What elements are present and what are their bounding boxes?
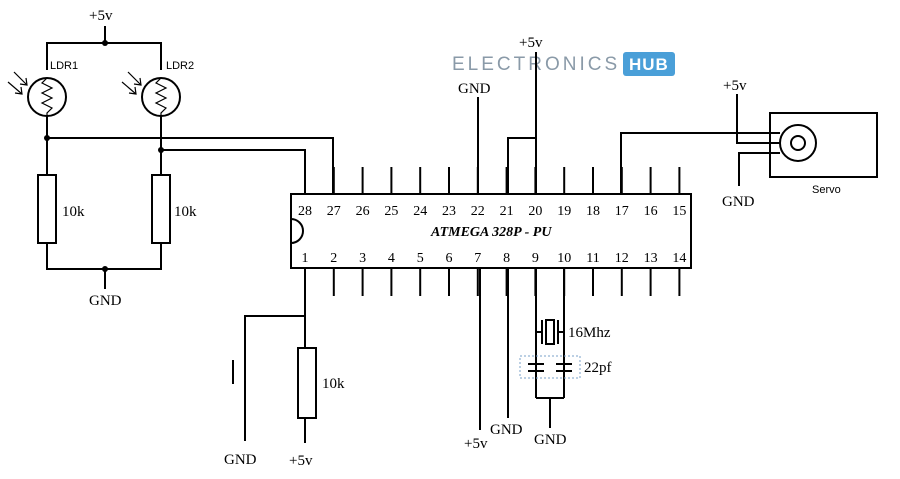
chip-pin-18-label: 18 [586,204,600,219]
reset-supply-label: +5v [289,453,313,469]
servo-label: Servo [812,184,841,196]
chip-name: ATMEGA 328P - PU [430,225,552,240]
ldr-ground-label: GND [89,293,122,309]
ldr-supply-label: +5v [89,8,113,24]
reset-resistor-label: 10k [322,376,345,392]
chip-pin-26-label: 26 [356,204,370,219]
ldr1-light-arrow [13,71,28,86]
ldr1-resistor [37,174,57,244]
reset-ground-label: GND [224,452,257,468]
ldr-ground-bus [46,243,162,270]
ldr2-body [141,77,181,117]
chip-pin-28-label: 28 [298,204,312,219]
logo-text: ELECTRONICS [452,54,620,75]
capacitor-selection-box [519,355,581,379]
chip-ground-label: GND [458,81,491,97]
ldr1-to-pin27-wire [47,137,334,194]
ldr2-element [154,77,168,116]
chip-body [290,193,692,269]
ldr2: LDR2 [121,60,194,117]
ldr1-light-arrow [7,81,23,95]
chip-pin-16-label: 16 [644,204,658,219]
load-capacitors [519,355,581,379]
chip-pin-21-label: 21 [500,204,514,219]
chip-pin-10-label: 10 [557,251,571,266]
chip-pin-9-label: 9 [532,251,539,266]
servo-supply-wire [736,94,780,144]
chip-pin-7-label: 7 [474,251,481,266]
chip-supply-label: +5v [519,35,543,51]
electronics-hub-logo: ELECTRONICS HUB [452,52,675,76]
servo-signal-wire [620,132,780,194]
chip-pin-1-label: 1 [302,251,309,266]
pin8-ground-label: GND [490,422,523,438]
reset-pullup-resistor [297,347,317,419]
ldr2-resistor-label: 10k [174,204,197,220]
ldr2-arrowhead [128,86,137,95]
chip-pin-27-label: 27 [327,204,341,219]
chip-pin-11-label: 11 [586,251,599,266]
ldr1-label: LDR1 [50,60,78,72]
servo-body [769,112,878,178]
ldr2-to-pin28-wire [161,149,306,194]
chip-pin-2-label: 2 [330,251,337,266]
logo-badge-text: HUB [629,55,669,74]
chip-pin-15-label: 15 [672,204,686,219]
ldr2-arrowhead [133,77,142,86]
ldr2-light-arrow [127,71,142,86]
capacitor-ground-label: GND [534,432,567,448]
chip-pin-17-label: 17 [615,204,629,219]
logo-badge [623,52,675,76]
chip-pin-4-label: 4 [388,251,395,266]
reset-pushbutton [232,345,246,441]
ldr1: LDR1 [7,60,78,117]
capacitor-label: 22pf [584,360,612,376]
ldr1-body [27,77,67,117]
chip-pin-13-label: 13 [644,251,658,266]
ldr2-resistor [151,174,171,244]
chip-pin-19-label: 19 [557,204,571,219]
chip-pin-6-label: 6 [446,251,453,266]
chip-pin-12-label: 12 [615,251,629,266]
ldr1-arrowhead [14,86,23,95]
reset-wire [244,268,306,345]
chip-notch [290,218,304,244]
ldr2-light-arrow [121,81,137,95]
ldr2-label: LDR2 [166,60,194,72]
servo-shaft [790,135,806,151]
crystal-label: 16Mhz [568,325,611,341]
ldr1-resistor-label: 10k [62,204,85,220]
chip-pin-20-label: 20 [528,204,542,219]
servo-motor: Servo [769,112,878,196]
chip-pin-25-label: 25 [384,204,398,219]
ldr1-element [40,77,54,116]
servo-ground-wire [738,152,780,186]
chip-pin-24-label: 24 [413,204,427,219]
chip-pin-23-label: 23 [442,204,456,219]
servo-ground-label: GND [722,194,755,210]
chip-pin-8-label: 8 [503,251,510,266]
crystal-element [545,319,555,345]
pin7-supply-label: +5v [464,436,488,452]
servo-horn [779,124,817,162]
pin20-21-link [507,137,536,194]
chip-pin-22-label: 22 [471,204,485,219]
crystal-16mhz [536,319,564,345]
chip-pin-3-label: 3 [359,251,366,266]
ldr-top-bus [46,42,162,70]
ldr1-arrowhead [19,77,28,86]
servo-supply-label: +5v [723,78,747,94]
chip-pin-14-label: 14 [672,251,686,266]
chip-pin-5-label: 5 [417,251,424,266]
